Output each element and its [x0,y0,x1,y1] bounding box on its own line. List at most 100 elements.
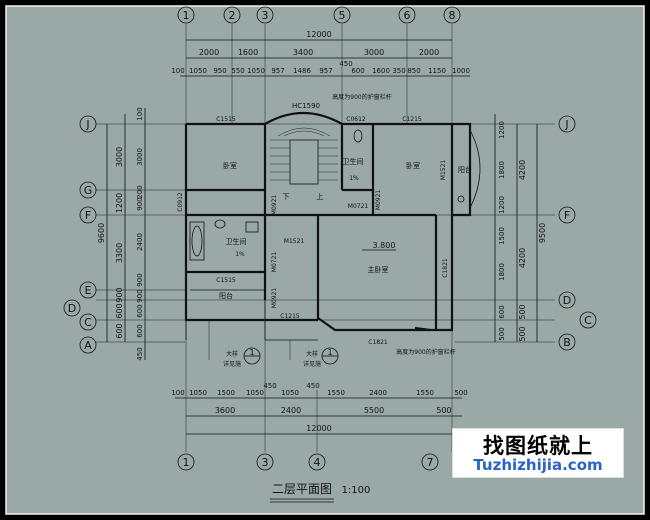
room-bathroom-1: 卫生间 [226,237,247,246]
dim-left-b: 600 [136,324,144,337]
door-code: M0921 [375,190,382,211]
dim-top-total: 12000 [306,30,331,39]
dim-right-a: 4200 [518,248,527,268]
dim-bottom-1: 1550 [416,389,434,397]
axis-right-label: C [584,314,592,327]
dim-top-1: 2000 [199,48,219,57]
dim-left-b: 100 [136,107,144,120]
window-code: C1215 [280,313,300,320]
room-bedroom-1: 卧室 [223,161,237,170]
right-dimensions: 1200 1800 1200 1500 1800 600 500 4200 42… [494,114,547,342]
dim-left-a: 3000 [115,147,124,167]
left-dimensions: 9600 3000 1200 3300 900 600 600 100 3000… [97,107,146,361]
axis-top-label: 6 [404,9,411,22]
dim-right-a: 4200 [518,160,527,180]
dim-left-a: 600 [115,303,124,318]
axis-bottom-label: 1 [183,456,190,469]
dim-left-a: 3300 [115,243,124,263]
right-axis-markers: J F D C B [558,115,597,351]
dim-top-1: 3000 [364,48,384,57]
window-code: C1821 [368,339,388,346]
dim-left-total: 9600 [97,223,106,243]
axis-left-label: C [84,316,92,329]
axis-left-label: A [84,339,92,352]
floor-slope-1: 1% [235,251,245,258]
axis-right-label: F [564,209,570,222]
dim-top-2: 1600 [372,67,390,75]
door-code: M1521 [440,160,447,181]
axis-right-label: B [563,336,571,349]
staircase [270,127,338,185]
room-balcony-2: 阳台 [458,165,472,174]
axis-left-label: J [85,118,89,131]
room-bedroom-2: 卧室 [406,161,420,170]
dim-bottom-2: 500 [436,406,451,415]
dim-top-2: 1486 [293,67,311,75]
bottom-axis-markers: 1 3 4 7 [177,453,439,471]
dim-bottom-1: 500 [454,389,467,397]
dim-top-1: 3400 [293,48,313,57]
elevation-mark: 3.800 [373,241,396,250]
dim-top-1: 2000 [419,48,439,57]
dim-left-a: 900 [115,287,124,302]
building-walls [184,111,481,341]
window-code: C1515 [216,277,236,284]
dim-right-b: 1200 [498,121,506,139]
dim-right-b: 500 [498,327,506,340]
axis-bottom-label: 3 [262,456,269,469]
dim-left-b: 3000 [136,148,144,166]
dim-left-b: 2400 [136,233,144,251]
dim-top-2: 957 [271,67,284,75]
rail-note-top: 高度为900的护窗栏杆 [332,93,391,101]
dim-top-2: 850 [407,67,420,75]
axis-left-label: G [84,184,93,197]
room-bathroom-2: 卫生间 [343,157,364,166]
logo-text: 找图纸就上 [483,434,593,458]
dim-bottom-2: 2400 [281,406,301,415]
dim-right-total: 9500 [538,223,547,243]
dim-bottom-1: 1550 [327,389,345,397]
axis-bottom-label: 7 [427,456,434,469]
axis-left-label: F [85,209,91,222]
dim-left-b: 900 [136,289,144,302]
dim-right-b: 1800 [498,161,506,179]
floor-slope-2: 1% [349,175,359,182]
axis-left-label: D [68,302,76,315]
detail-number: 1 [327,348,332,357]
title-scale: 1:100 [342,485,371,496]
dim-top-2: 1000 [452,67,470,75]
dim-left-b: 900 [136,197,144,210]
bottom-dimensions: 100 1050 1500 1050 450 1050 1550 2400 15… [171,382,468,435]
dim-bottom-2: 3600 [215,406,235,415]
dim-bottom-1: 1050 [246,389,264,397]
door-code: M0921 [271,195,278,216]
dim-top-2: 450 [339,60,352,68]
detail-sublabel: 详见施 [223,360,241,368]
axis-top-label: 2 [229,9,236,22]
stair-up-label: 上 [317,192,324,201]
axis-bottom-label: 4 [314,456,321,469]
dim-right-b: 600 [498,305,506,318]
axis-top-label: 3 [262,9,269,22]
room-balcony-1: 阳台 [219,291,233,300]
dim-bottom-1: 450 [263,382,276,390]
dim-top-2: 600 [351,67,364,75]
dim-top-2: 550 [231,67,244,75]
door-code: M1521 [284,238,305,245]
dim-left-b: 900 [136,273,144,286]
axis-top-label: 5 [339,9,346,22]
drawing-title: 二层平面图 1:100 [270,482,371,503]
dim-bottom-2: 5500 [364,406,384,415]
detail-label: 大样 [226,350,238,358]
stair-code: HC1590 [292,102,320,110]
detail-label: 大样 [306,350,318,358]
dim-top-2: 350 [392,67,405,75]
room-labels: 卧室 卧室 主卧室 卫生间 卫生间 阳台 阳台 下 上 1% 1% 3.800 … [219,93,472,356]
dim-left-b: 450 [136,347,144,360]
dim-top-2: 950 [213,67,226,75]
dim-left-b: 600 [136,304,144,317]
dim-left-a: 600 [115,323,124,338]
axis-right-label: J [564,118,568,131]
